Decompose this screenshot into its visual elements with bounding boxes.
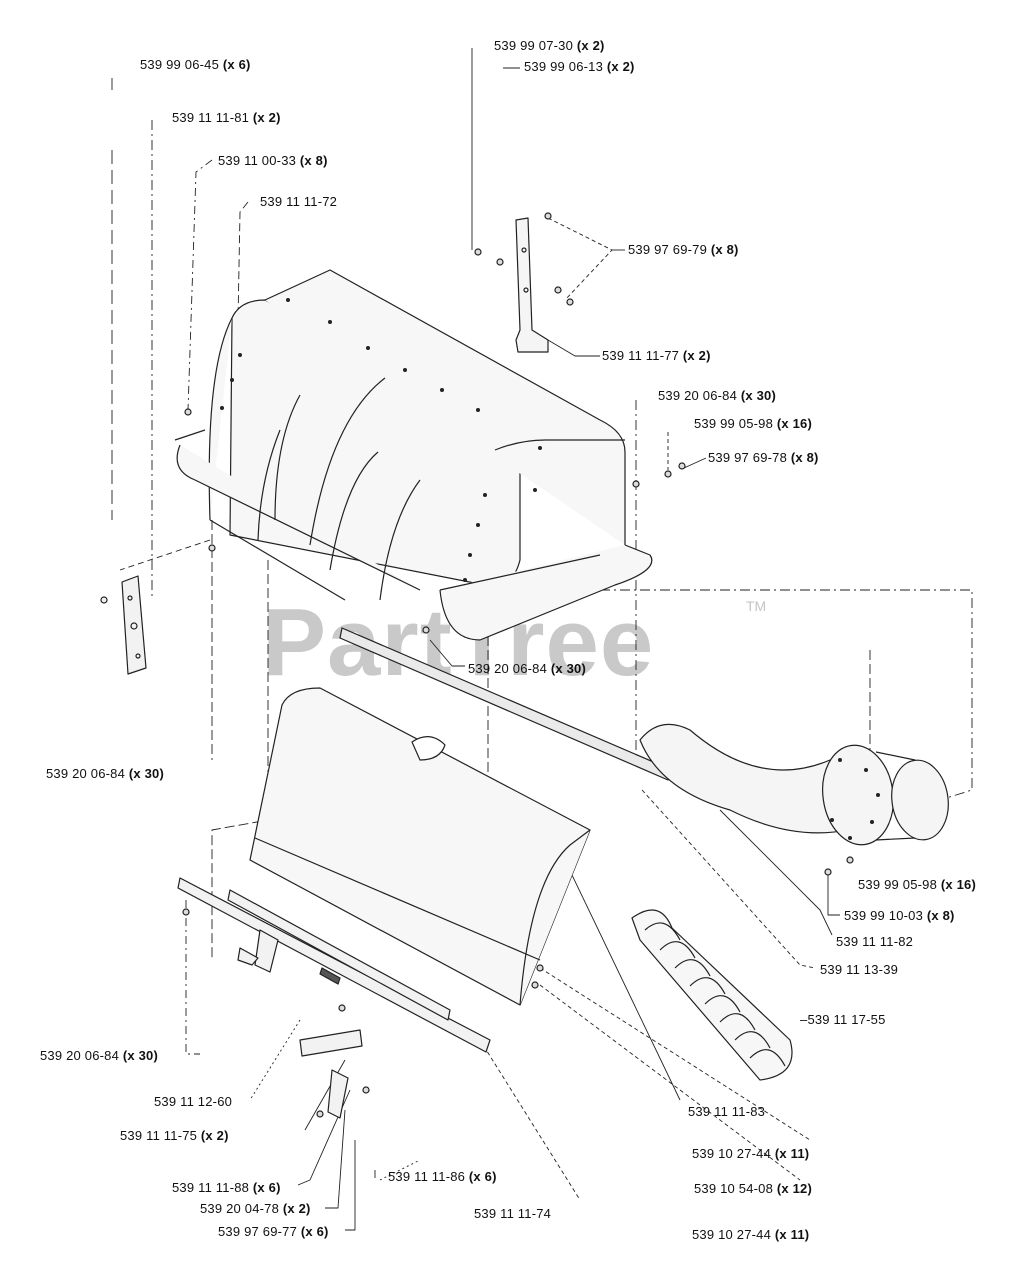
callout-20: 539 11 11-75 (x 2) <box>120 1128 229 1143</box>
callout-10: 539 97 69-78 (x 8) <box>708 450 819 465</box>
left-plate <box>100 575 147 675</box>
fasteners-top <box>474 212 574 306</box>
callout-11: 539 20 06-84 (x 30) <box>468 661 587 676</box>
flex-hose <box>631 909 793 1081</box>
callout-15: 539 11 11-82 <box>836 934 914 949</box>
callout-19: 539 11 12-60 <box>154 1094 233 1109</box>
callout-21: 539 11 11-83 <box>688 1104 766 1119</box>
callout-16: 539 11 13-39 <box>820 962 899 977</box>
callout-12: 539 20 06-84 (x 30) <box>46 766 165 781</box>
callout-26: 539 20 04-78 (x 2) <box>200 1201 311 1216</box>
elbow-bolts <box>830 758 880 840</box>
callout-23: 539 11 11-86 (x 6) <box>388 1169 497 1184</box>
lower-cover <box>249 687 591 1006</box>
callout-9: 539 99 05-98 (x 16) <box>694 416 813 431</box>
callout-29: 539 10 27-44 (x 11) <box>692 1227 810 1242</box>
callout-27: 539 11 11-74 <box>474 1206 552 1221</box>
callout-14: 539 99 10-03 (x 8) <box>844 908 955 923</box>
callout-22: 539 10 27-44 (x 11) <box>692 1146 810 1161</box>
callout-8: 539 20 06-84 (x 30) <box>658 388 777 403</box>
callout-3: 539 11 11-72 <box>260 194 338 209</box>
callout-7: 539 11 11-77 (x 2) <box>602 348 711 363</box>
callout-1: 539 11 11-81 (x 2) <box>172 110 281 125</box>
callout-2: 539 11 00-33 (x 8) <box>218 153 328 168</box>
callout-17: –539 11 17-55 <box>800 1012 886 1027</box>
callout-24: 539 11 11-88 (x 6) <box>172 1180 281 1195</box>
callout-4: 539 99 07-30 (x 2) <box>494 38 605 53</box>
callout-25: 539 10 54-08 (x 12) <box>694 1181 813 1196</box>
callout-13: 539 99 05-98 (x 16) <box>858 877 977 892</box>
callout-5: 539 99 06-13 (x 2) <box>524 59 635 74</box>
long-strip <box>339 627 673 781</box>
callout-0: 539 99 06-45 (x 6) <box>140 57 251 72</box>
watermark-trademark: TM <box>746 598 767 614</box>
small-fasteners <box>182 408 854 1118</box>
mount-bracket-top <box>515 217 549 353</box>
leader-lines <box>111 48 973 1231</box>
bottom-rail <box>177 877 491 1119</box>
collector-hood <box>174 269 653 641</box>
hood-holes <box>220 298 542 582</box>
discharge-elbow <box>639 723 949 846</box>
callout-28: 539 97 69-77 (x 6) <box>218 1224 329 1239</box>
callout-6: 539 97 69-79 (x 8) <box>628 242 739 257</box>
callout-18: 539 20 06-84 (x 30) <box>40 1048 159 1063</box>
